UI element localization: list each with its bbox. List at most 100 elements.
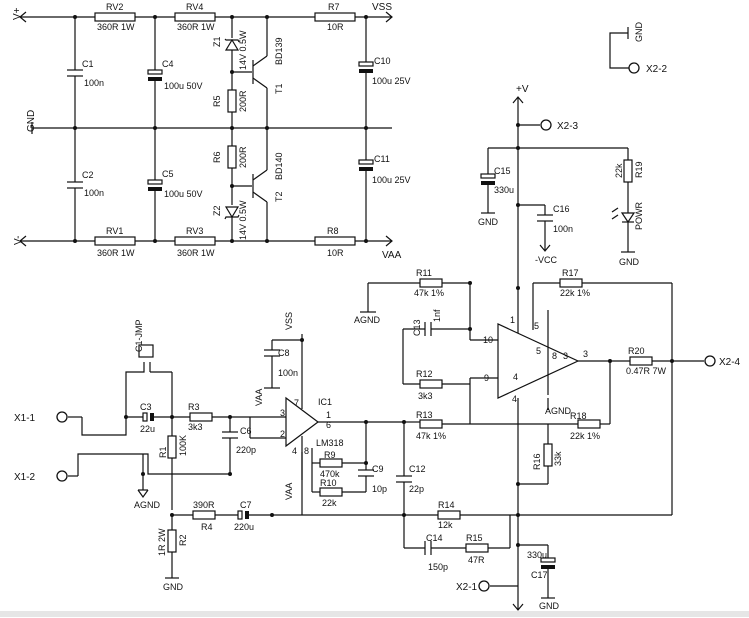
amp-pin-8: 8 xyxy=(552,351,557,361)
c10-value: 100u 25V xyxy=(372,76,411,86)
c15-gnd-label: GND xyxy=(478,217,499,227)
amp-pin-1: 1 xyxy=(510,315,515,325)
r17-resistor xyxy=(559,278,583,288)
r11-ref: R11 xyxy=(416,268,432,278)
c3-capacitor xyxy=(142,412,148,422)
r1-ref: R1 xyxy=(158,446,168,458)
r8-ref: R8 xyxy=(327,226,339,236)
minus-vcc-label: -VCC xyxy=(535,255,557,265)
r14-resistor xyxy=(437,510,461,520)
r9-resistor xyxy=(319,458,343,468)
power-amp-section xyxy=(360,278,704,611)
ic1-pin-1: 1 xyxy=(326,410,331,420)
agnd-label-input: AGND xyxy=(134,500,161,510)
rv3-resistor xyxy=(174,236,216,246)
r12-value: 3k3 xyxy=(418,391,433,401)
vss-preamp-label: VSS xyxy=(284,312,294,330)
r17-ref: R17 xyxy=(562,268,579,278)
rv1-resistor xyxy=(94,236,136,246)
r8-resistor xyxy=(314,236,356,246)
ic1-pin-4: 4 xyxy=(292,446,297,456)
ic1-value: LM318 xyxy=(316,438,344,448)
x2-1-terminal[interactable] xyxy=(478,580,490,592)
t1-ref: T1 xyxy=(274,83,284,94)
r13-resistor xyxy=(419,419,443,429)
c5-value: 100u 50V xyxy=(164,189,203,199)
c7-ref: C7 xyxy=(240,500,252,510)
c1-value: 100n xyxy=(84,78,104,88)
c1-jmp-jumper xyxy=(138,344,154,358)
amp-pin-5b: 5 xyxy=(536,346,541,356)
c6-ref: C6 xyxy=(240,426,252,436)
amp-pin-10: 10 xyxy=(483,335,493,345)
r8-value: 10R xyxy=(327,248,344,258)
c13-value: 1nf xyxy=(432,309,442,322)
r18-resistor xyxy=(577,419,601,429)
x2-3-terminal[interactable] xyxy=(540,119,552,131)
r9-ref: R9 xyxy=(324,450,336,460)
c3-ref: C3 xyxy=(140,402,152,412)
r11-resistor xyxy=(419,278,443,288)
z2-value: 14V 0.5W xyxy=(238,200,248,240)
r5-value: 200R xyxy=(238,90,248,112)
rv4-ref: RV4 xyxy=(186,2,203,12)
c1-jmp-label: C1-JMP xyxy=(134,319,144,352)
r13-value: 47k 1% xyxy=(416,431,446,441)
c2-ref: C2 xyxy=(82,170,94,180)
r19-gnd-label: GND xyxy=(619,257,640,267)
r15-ref: R15 xyxy=(466,533,483,543)
r19-resistor xyxy=(623,159,633,183)
rv4-value: 360R 1W xyxy=(177,22,215,32)
r10-ref: R10 xyxy=(320,478,337,488)
c10-ref: C10 xyxy=(374,56,391,66)
ic1-pin-7: 7 xyxy=(294,398,299,408)
power-supply-section xyxy=(19,11,393,247)
gnd-rail-label: GND xyxy=(26,110,37,132)
r4-value: 390R xyxy=(193,500,215,510)
c11-ref: C11 xyxy=(374,154,390,164)
output-supply-section xyxy=(480,96,636,326)
power-amp-triangle xyxy=(497,323,580,399)
vaa-preamp-label-top: VAA xyxy=(254,389,264,406)
r10-value: 22k xyxy=(322,498,337,508)
rv2-value: 360R 1W xyxy=(97,22,135,32)
plus-v-label: +V xyxy=(516,84,529,95)
r11-value: 47k 1% xyxy=(414,288,444,298)
x2-1-label: X2-1 xyxy=(456,582,478,593)
r14-value: 12k xyxy=(438,520,453,530)
c5-ref: C5 xyxy=(162,169,174,179)
amp-pin-3-inner: 3 xyxy=(563,351,568,361)
x2-4-label: X2-4 xyxy=(719,357,741,368)
c10-capacitor xyxy=(358,61,374,67)
r1-value: 100K xyxy=(178,435,188,456)
r5-resistor xyxy=(227,89,237,113)
z2-zener xyxy=(224,206,240,219)
c7-value: 220u xyxy=(234,522,254,532)
x2-3-label: X2-3 xyxy=(557,121,579,132)
x2-2-terminal[interactable] xyxy=(628,62,640,74)
c9-ref: C9 xyxy=(372,464,384,474)
x1-1-terminal[interactable] xyxy=(56,411,68,423)
c12-value: 22p xyxy=(409,484,424,494)
r14-ref: R14 xyxy=(438,500,455,510)
r1-resistor xyxy=(167,435,177,459)
agnd-label-top: AGND xyxy=(354,315,381,325)
c17-ref: C17 xyxy=(531,570,548,580)
r4-resistor xyxy=(192,510,216,520)
x2-2-gnd-label: GND xyxy=(634,22,644,43)
r6-resistor xyxy=(227,145,237,169)
x1-2-terminal[interactable] xyxy=(56,470,68,482)
rv3-value: 360R 1W xyxy=(177,248,215,258)
r19-value: 22k xyxy=(614,163,624,178)
r7-resistor xyxy=(314,12,356,22)
r15-value: 47R xyxy=(468,555,485,565)
z1-zener xyxy=(224,38,240,51)
rv3-ref: RV3 xyxy=(186,226,203,236)
c3-value: 22u xyxy=(140,424,155,434)
vaa-preamp-label-bottom: VAA xyxy=(284,483,294,500)
c4-capacitor xyxy=(147,69,163,75)
r19-ref: R19 xyxy=(634,161,644,178)
x2-4-terminal[interactable] xyxy=(704,355,716,367)
c16-value: 100n xyxy=(553,224,573,234)
c15-value: 330u xyxy=(494,185,514,195)
